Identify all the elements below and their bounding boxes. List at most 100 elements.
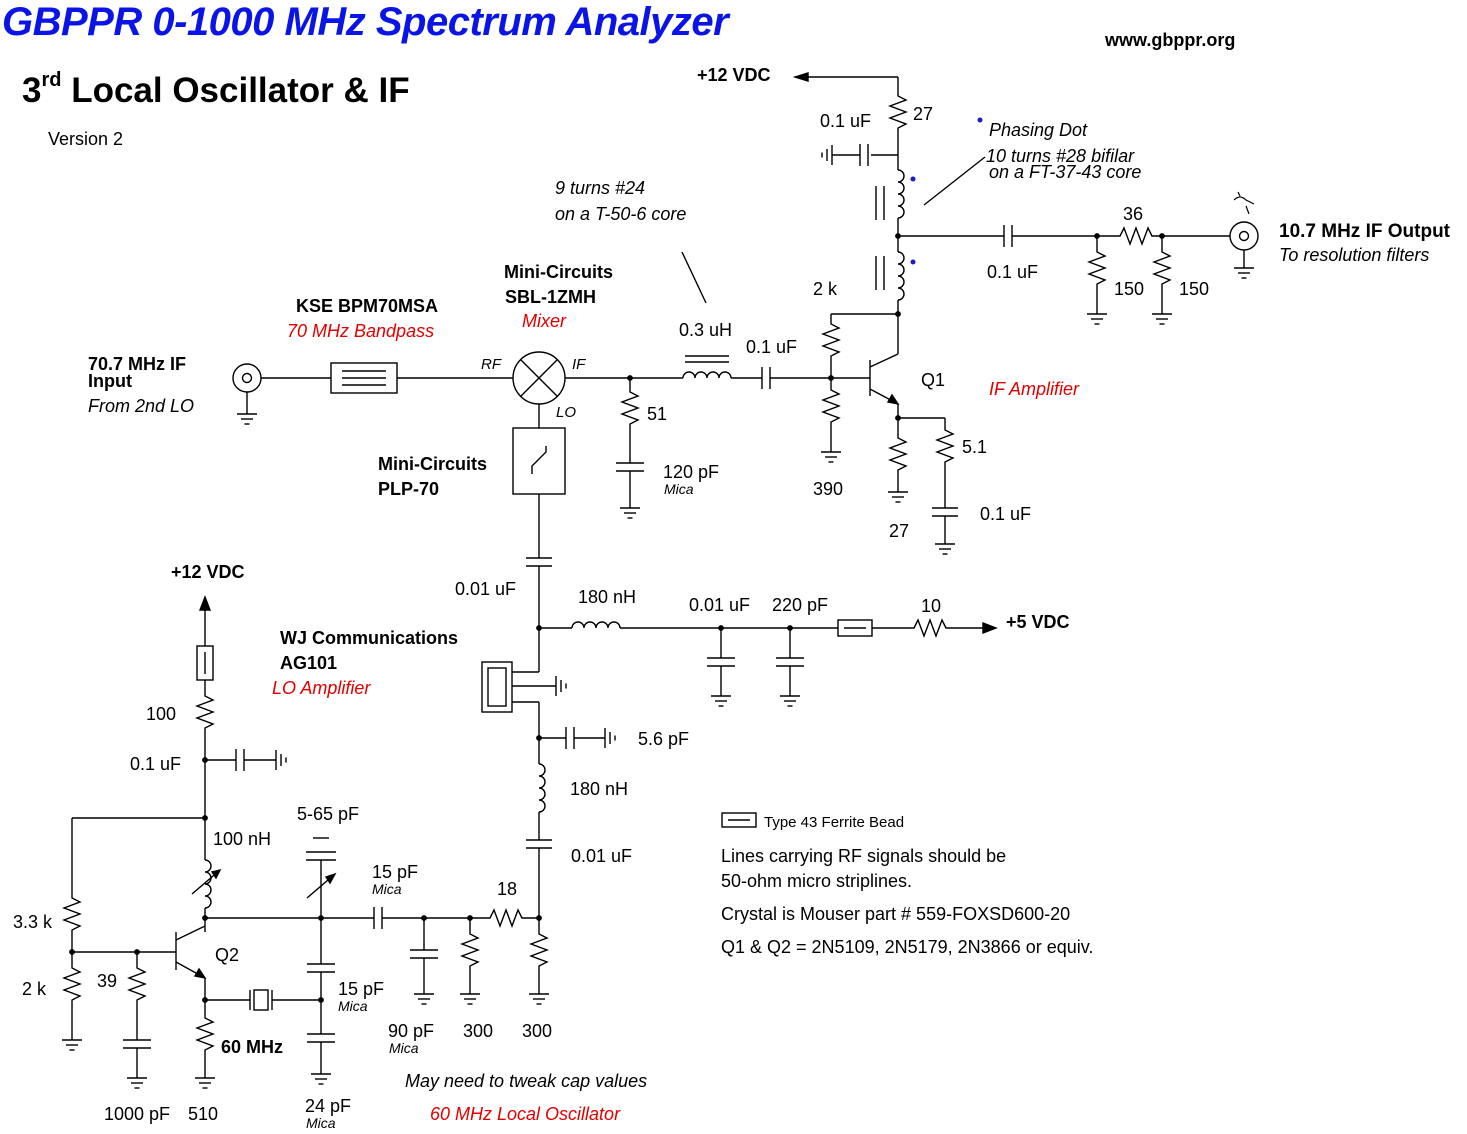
resistor-5.1	[935, 418, 955, 508]
label-l-100nh: 100 nH	[213, 829, 272, 849]
label-if-amplifier: IF Amplifier	[989, 379, 1080, 399]
resistor-2k-bias	[821, 314, 841, 378]
label-c-0.01uf-c: 0.01 uF	[571, 846, 633, 866]
label-l-180nh-a: 180 nH	[578, 587, 637, 607]
label-12v-left: +12 VDC	[171, 562, 245, 582]
capacitor-0.1uf-left	[205, 749, 287, 771]
label-q1: Q1	[921, 370, 946, 390]
label-c-5-65pf: 5-65 pF	[297, 804, 360, 824]
label-12v-top: +12 VDC	[697, 65, 771, 85]
capacitor-15pf-b	[307, 963, 335, 973]
label-r-2k-q2: 2 k	[22, 979, 47, 999]
subtitle-text: Local Oscillator & IF	[61, 71, 410, 110]
label-crystal: 60 MHz	[221, 1037, 284, 1057]
label-c-0.01uf-a: 0.01 uF	[455, 579, 517, 599]
label-r-390: 390	[813, 479, 844, 499]
coil-pointer	[681, 251, 707, 304]
label-r-5.1: 5.1	[962, 437, 988, 457]
label-output-sub: To resolution filters	[1279, 245, 1430, 265]
resistor-2k-q2	[62, 952, 82, 1040]
label-r-2k-bias: 2 k	[813, 279, 838, 299]
label-mica-2: Mica	[372, 881, 402, 897]
label-mixer-part: SBL-1ZMH	[505, 287, 596, 307]
supply-12v-top-arrow	[792, 72, 899, 92]
supply-12v-left-arrow	[198, 595, 212, 646]
transformer-pointer	[923, 156, 986, 206]
lowpass-filter	[512, 427, 566, 495]
capacitor-220pf	[776, 628, 804, 707]
note-crystal: Crystal is Mouser part # 559-FOXSD600-20	[721, 904, 1071, 924]
label-mixer: Mixer	[522, 311, 566, 331]
label-lpf-maker: Mini-Circuits	[378, 454, 488, 474]
label-tweak-note: May need to tweak cap values	[405, 1071, 648, 1091]
capacitor-90pf	[410, 918, 438, 1005]
version-label: Version 2	[48, 129, 124, 149]
label-c-0.1uf-left: 0.1 uF	[130, 754, 182, 774]
label-bpf: 70 MHz Bandpass	[287, 321, 435, 341]
ferrite-bead-12v	[196, 645, 214, 681]
inductor-180nh-a	[571, 621, 621, 629]
label-r-18: 18	[497, 879, 518, 899]
capacitor-0.01uf-a	[526, 557, 552, 567]
label-mica-1: Mica	[664, 481, 694, 497]
capacitor-0.1uf-output	[1003, 225, 1013, 247]
capacitor-120pf	[616, 462, 644, 519]
resistor-300a	[460, 918, 480, 994]
label-c-0.1uf-out: 0.1 uF	[987, 262, 1039, 282]
label-r-10: 10	[921, 596, 942, 616]
label-c-24pf: 24 pF	[305, 1096, 352, 1116]
label-amp-part: AG101	[280, 653, 338, 673]
resistor-100	[195, 692, 215, 860]
label-input-2: Input	[88, 371, 132, 391]
label-mica-4: Mica	[389, 1040, 419, 1056]
capacitor-0.01uf-b	[707, 628, 735, 707]
ferrite-bead-legend-symbol	[721, 812, 757, 828]
label-r-27-emitter: 27	[889, 521, 910, 541]
website-label: www.gbppr.org	[1105, 30, 1236, 50]
resistor-150b	[1152, 236, 1172, 314]
resistor-39	[127, 952, 147, 1040]
label-c-5.6pf: 5.6 pF	[638, 729, 690, 749]
label-l-180nh-b: 180 nH	[570, 779, 629, 799]
resistor-27-top	[888, 92, 908, 132]
label-amp-maker: WJ Communications	[280, 628, 459, 648]
resistor-10	[910, 618, 990, 638]
label-r-3.3k: 3.3 k	[13, 912, 53, 932]
capacitor-5.6pf	[539, 727, 616, 749]
label-c-15pf-a: 15 pF	[372, 862, 419, 882]
label-coil-1: 9 turns #24	[555, 178, 646, 198]
label-q2: Q2	[215, 945, 240, 965]
label-mica-3: Mica	[338, 998, 368, 1014]
label-transformer-2: on a FT-37-43 core	[989, 162, 1142, 182]
resistor-36	[1116, 226, 1160, 246]
note-stripline-1: Lines carrying RF signals should be	[721, 846, 1007, 866]
label-phasing-dot: Phasing Dot	[989, 120, 1088, 140]
capacitor-24pf	[307, 1033, 335, 1085]
capacitor-0.1uf-mid	[761, 367, 771, 389]
label-r-300b: 300	[522, 1021, 553, 1041]
label-c-1000pf: 1000 pF	[104, 1104, 171, 1124]
inductor-180nh-b	[538, 763, 546, 813]
label-r-300a: 300	[463, 1021, 494, 1041]
trimmer-capacitor	[306, 837, 337, 918]
capacitor-0.1uf-top	[821, 144, 898, 166]
label-5v: +5 VDC	[1006, 612, 1070, 632]
label-r-150b: 150	[1179, 279, 1210, 299]
label-bpf-part: KSE BPM70MSA	[296, 296, 439, 316]
input-connector	[232, 363, 262, 425]
page-subtitle: 3rd Local Oscillator & IF	[22, 70, 410, 108]
resistor-150a	[1087, 236, 1107, 314]
resistor-18	[486, 908, 539, 928]
label-transformer-1: 10 turns #28 bifilar	[986, 146, 1135, 166]
supply-5v-arrow	[982, 621, 998, 635]
inductor-0.3uh	[682, 355, 732, 379]
output-connector	[1229, 191, 1259, 279]
phasing-dot-2	[910, 259, 916, 265]
ferrite-bead-5v	[837, 619, 873, 637]
capacitor-0.01uf-c	[526, 839, 552, 849]
lo-amplifier-ag101	[481, 661, 567, 713]
resistor-510	[195, 1002, 215, 1078]
label-r-510: 510	[188, 1104, 219, 1124]
capacitor-15pf-a	[373, 907, 383, 929]
